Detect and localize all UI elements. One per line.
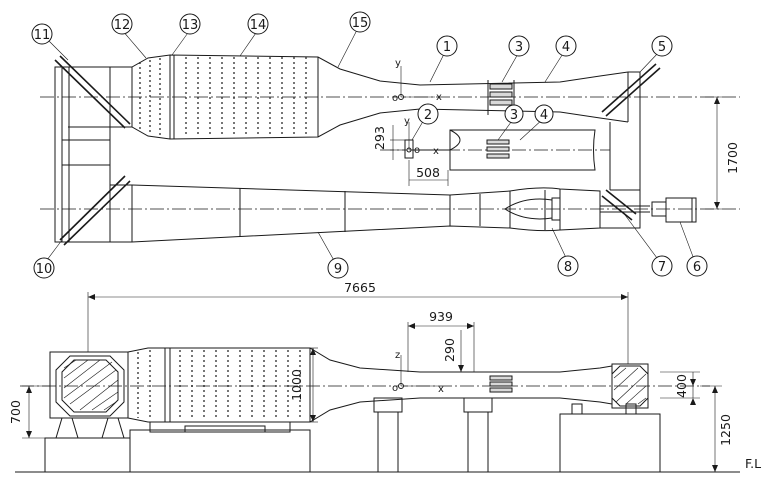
elevation-supports [44,397,661,473]
callout-14: 14 [247,13,269,35]
elevation-settling [127,347,613,423]
dim-508: 508 [416,165,440,180]
dim-1000: 1000 [289,369,304,401]
svg-text:3: 3 [510,108,518,123]
right-corner [600,63,661,229]
callout-6: 6 [686,255,708,277]
svg-text:7: 7 [658,260,666,275]
svg-text:x: x [438,384,444,395]
callout-inset-3: 3 [504,104,524,124]
svg-text:15: 15 [352,16,369,31]
dim-700: 700 [8,400,23,424]
elevation-left-corner [49,351,129,439]
svg-text:14: 14 [250,18,267,33]
elevation-arrows [26,294,718,472]
svg-text:2: 2 [424,108,432,123]
callout-8: 8 [557,255,579,277]
svg-text:1: 1 [443,40,451,55]
svg-text:y: y [404,116,410,127]
svg-text:13: 13 [182,18,199,33]
svg-text:5: 5 [658,40,666,55]
settling-chamber [68,54,629,140]
dim-293: 293 [372,126,387,150]
svg-text:y: y [395,58,401,69]
svg-text:o: o [392,93,398,104]
callout-inset-4: 4 [534,104,554,124]
dimension-labels: 1700 293 508 7665 939 290 1000 700 400 1… [8,126,761,471]
svg-text:o: o [414,145,420,156]
dim-939: 939 [429,309,453,324]
floor-label: F.L [745,456,761,471]
dim-400: 400 [674,374,689,398]
dim-inset [390,125,449,186]
return-diffuser [110,184,511,243]
elevation-dimensions [22,292,722,473]
callout-5: 5 [651,35,673,57]
elevation-view [15,292,740,473]
svg-text:z: z [395,350,400,361]
svg-text:o: o [392,383,398,394]
plan-view [40,27,740,265]
svg-text:9: 9 [334,262,342,277]
dim-loop-height [705,96,722,210]
dim-290: 290 [442,338,457,362]
dim-1700: 1700 [725,142,740,174]
callouts: 11 12 13 14 15 1 3 4 5 2 3 4 10 9 8 7 6 [31,11,708,279]
left-corner [54,55,132,246]
callout-7: 7 [651,255,673,277]
svg-text:8: 8 [564,260,572,275]
svg-text:11: 11 [34,28,51,43]
svg-text:4: 4 [540,108,548,123]
callout-4: 4 [555,35,577,57]
plan-axes [400,66,435,151]
axis-labels: y x o y x o z x o [392,58,444,395]
dim-1250: 1250 [718,414,733,446]
svg-text:4: 4 [562,40,570,55]
svg-text:3: 3 [515,40,523,55]
test-section-model [398,80,515,115]
svg-text:12: 12 [114,18,131,33]
svg-text:6: 6 [693,260,701,275]
callout-10: 10 [33,257,55,279]
elevation-right-corner [611,363,649,409]
callout-2: 2 [417,103,439,125]
callout-12: 12 [111,13,133,35]
callout-13: 13 [179,13,201,35]
callout-15: 15 [349,11,371,33]
dim-7665: 7665 [344,280,376,295]
callout-11: 11 [31,23,53,45]
callout-1: 1 [436,35,458,57]
svg-text:10: 10 [36,262,53,277]
callout-3: 3 [508,35,530,57]
svg-text:x: x [433,146,439,157]
svg-text:x: x [436,92,442,103]
callout-9: 9 [327,257,349,279]
